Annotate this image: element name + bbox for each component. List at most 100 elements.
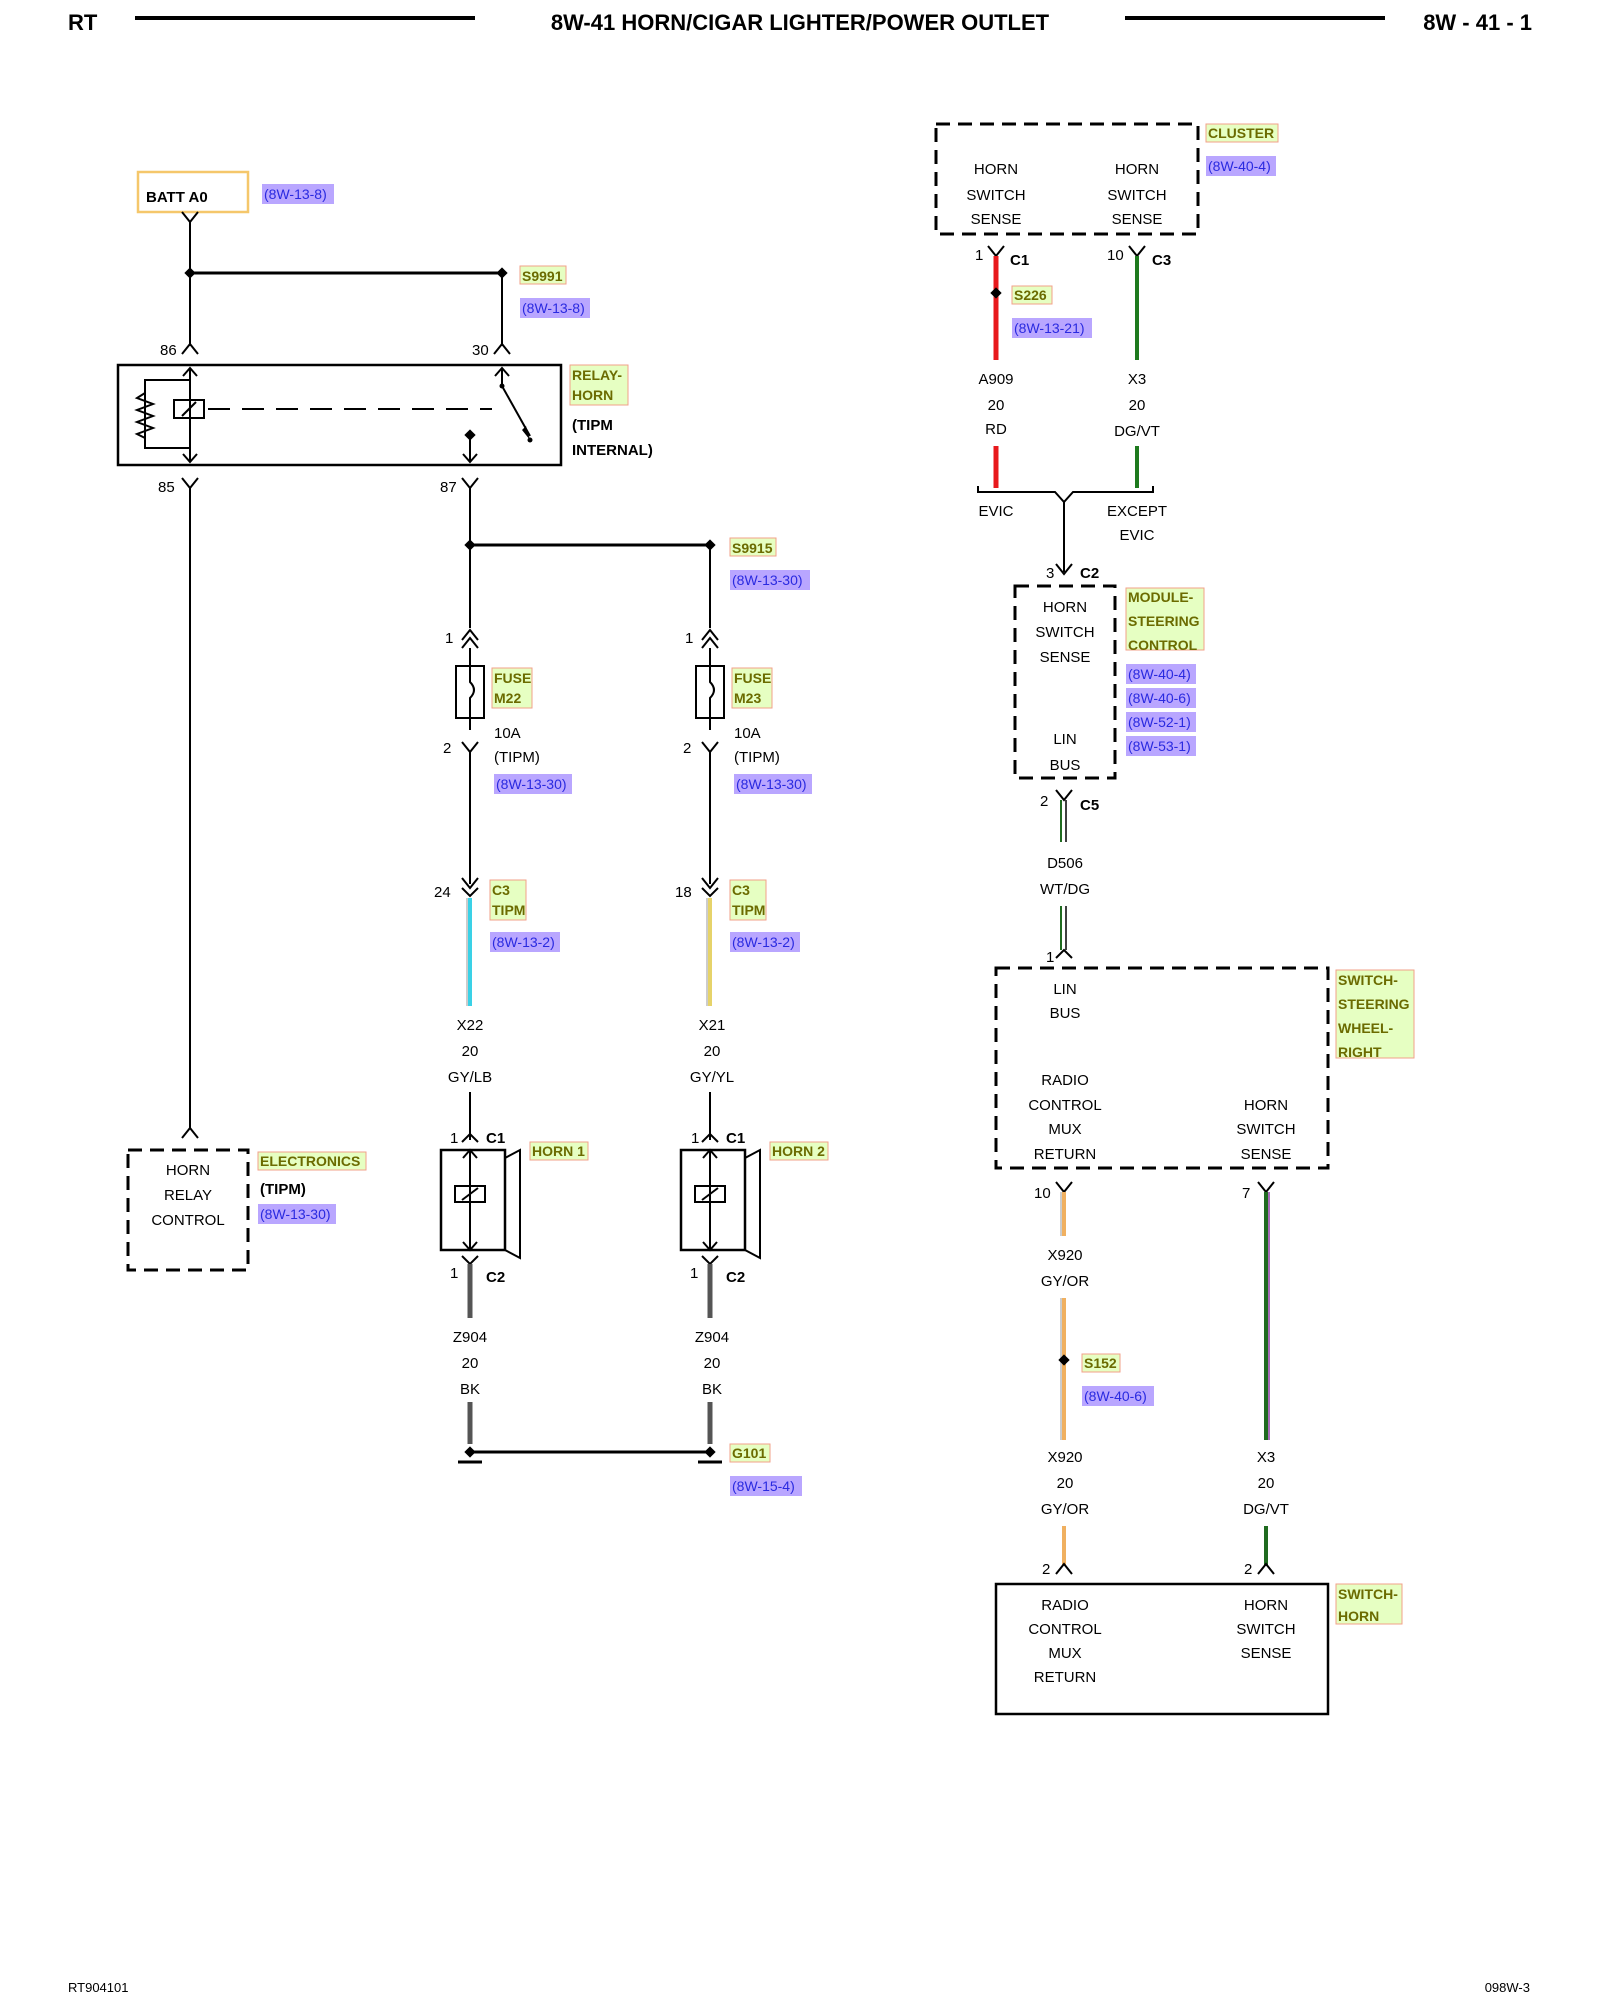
- option-bracket: [977, 486, 1154, 504]
- wire: [461, 1092, 479, 1143]
- fuse-m22-label-2: M22: [494, 690, 521, 706]
- module-ref-1[interactable]: (8W-40-4): [1128, 666, 1191, 682]
- wire-87: [461, 477, 479, 545]
- wire-a909-gauge: 20: [988, 397, 1005, 414]
- fuse-m22-ref-link[interactable]: (8W-13-30): [496, 776, 567, 792]
- module-pin-bot: 2: [1040, 793, 1048, 810]
- relay-coil-line: [182, 366, 198, 464]
- ref-badge: [730, 570, 810, 590]
- ref-badge: [490, 932, 560, 952]
- cluster-box: [934, 122, 1200, 236]
- option-except-evic: EVIC: [1119, 527, 1154, 544]
- horn-switch-right-3: SENSE: [1241, 1645, 1292, 1662]
- c3-a-ref-link[interactable]: (8W-13-2): [492, 934, 555, 950]
- wire-x22-color-code: GY/LB: [448, 1069, 492, 1086]
- splice-dot: [990, 287, 1002, 299]
- splice-dot: [1058, 1354, 1070, 1366]
- c3-b-label-2: TIPM: [732, 902, 765, 918]
- electronics-label: ELECTRONICS: [260, 1153, 360, 1169]
- swr-right-1: HORN: [1244, 1097, 1288, 1114]
- splice-dot: [464, 1446, 476, 1458]
- wire-z904-b-gauge: 20: [704, 1355, 721, 1372]
- g101-ref-link[interactable]: (8W-15-4): [732, 1478, 795, 1494]
- s9991-ref-link[interactable]: (8W-13-8): [522, 300, 585, 316]
- module-label-1: MODULE-: [1128, 589, 1194, 605]
- cluster-pin-right: 10: [1107, 247, 1124, 264]
- horn2-coil-icon: [694, 1185, 726, 1203]
- horn1-pin-top: 1: [450, 1130, 458, 1147]
- batt-wire: [181, 211, 199, 273]
- wire-x3-bot-color-code: DG/VT: [1243, 1501, 1289, 1518]
- electronics-ref-link[interactable]: (8W-13-30): [260, 1206, 331, 1222]
- horn1-coil-line: [462, 1148, 478, 1252]
- connector-symbol: [1257, 1181, 1275, 1194]
- label-badge: [1081, 1353, 1121, 1373]
- pin-85: 85: [158, 479, 175, 496]
- wire-z904-a-color-code: BK: [460, 1381, 480, 1398]
- module-bus-2: BUS: [1050, 757, 1081, 774]
- horn2-coil-line: [702, 1148, 718, 1252]
- contact-point: [527, 437, 533, 443]
- wire-x21-gauge: 20: [704, 1043, 721, 1060]
- ref-badge: [1126, 712, 1196, 732]
- swr-right-3: SENSE: [1241, 1146, 1292, 1163]
- connector-symbol: [701, 1255, 719, 1266]
- swr-label-2: STEERING: [1338, 996, 1410, 1012]
- relay-label-1: RELAY-: [572, 367, 622, 383]
- wire-x3-top-circuit: X3: [1128, 371, 1146, 388]
- label-badge: [257, 1151, 367, 1171]
- switch-arrow: [522, 426, 530, 440]
- horn1-coil-icon: [454, 1185, 486, 1203]
- module-label-3: CONTROL: [1128, 637, 1198, 653]
- fuse-m23-pin-top: 1: [685, 630, 693, 647]
- g101-label: G101: [732, 1445, 766, 1461]
- module-ref-2[interactable]: (8W-40-6): [1128, 690, 1191, 706]
- ref-badge: [1082, 1386, 1154, 1406]
- fuse-m22-label-1: FUSE: [494, 670, 531, 686]
- cluster-ref-link[interactable]: (8W-40-4): [1208, 158, 1271, 174]
- wire-to-pin30: [493, 273, 511, 355]
- ref-badge: [258, 1204, 336, 1224]
- wire-z904-a-circuit: Z904: [453, 1329, 487, 1346]
- electronics-line-1: HORN: [166, 1162, 210, 1179]
- relay-horn-box: [116, 363, 563, 467]
- coil-slash: [701, 1187, 719, 1201]
- cluster-conn-right: C3: [1152, 252, 1171, 269]
- pin-30: 30: [472, 342, 489, 359]
- label-badge: [769, 1141, 829, 1161]
- pin-86: 86: [160, 342, 177, 359]
- wire-x3-bot-gauge: 20: [1258, 1475, 1275, 1492]
- ref-badge: [1206, 156, 1276, 176]
- fuse-m23-label-2: M23: [734, 690, 761, 706]
- relay-coil-icon: [173, 399, 205, 419]
- horn2-pin-bot: 1: [690, 1265, 698, 1282]
- relay-contact-top: [494, 366, 510, 384]
- module-text-1: HORN: [1043, 599, 1087, 616]
- c3-b-ref-link[interactable]: (8W-13-2): [732, 934, 795, 950]
- batt-ref-link[interactable]: (8W-13-8): [264, 186, 327, 202]
- c3-a-label-2: TIPM: [492, 902, 525, 918]
- s9915-ref-link[interactable]: (8W-13-30): [732, 572, 803, 588]
- wire: [461, 718, 479, 754]
- horn2-body: [679, 1148, 747, 1252]
- c3-b-label-1: C3: [732, 882, 750, 898]
- cluster-left-3: SENSE: [971, 211, 1022, 228]
- s152-ref-link[interactable]: (8W-40-6): [1084, 1388, 1147, 1404]
- horn-switch-right-1: HORN: [1244, 1597, 1288, 1614]
- connector-symbol: [987, 245, 1005, 258]
- pin-87: 87: [440, 479, 457, 496]
- electronics-note: (TIPM): [260, 1181, 306, 1198]
- module-ref-3[interactable]: (8W-52-1): [1128, 714, 1191, 730]
- module-ref-4[interactable]: (8W-53-1): [1128, 738, 1191, 754]
- horn2-conn-bot: C2: [726, 1269, 745, 1286]
- fuse-m23-ref-link[interactable]: (8W-13-30): [736, 776, 807, 792]
- footer-left: RT904101: [68, 1980, 128, 1995]
- wire-x21-color-code: GY/YL: [690, 1069, 734, 1086]
- option-except: EXCEPT: [1107, 503, 1167, 520]
- splice-dot: [704, 1446, 716, 1458]
- c3-a-label-1: C3: [492, 882, 510, 898]
- switch-horn-box: [994, 1582, 1330, 1716]
- wire-x22-circuit: X22: [457, 1017, 484, 1034]
- ref-badge: [520, 298, 590, 318]
- s226-ref-link[interactable]: (8W-13-21): [1014, 320, 1085, 336]
